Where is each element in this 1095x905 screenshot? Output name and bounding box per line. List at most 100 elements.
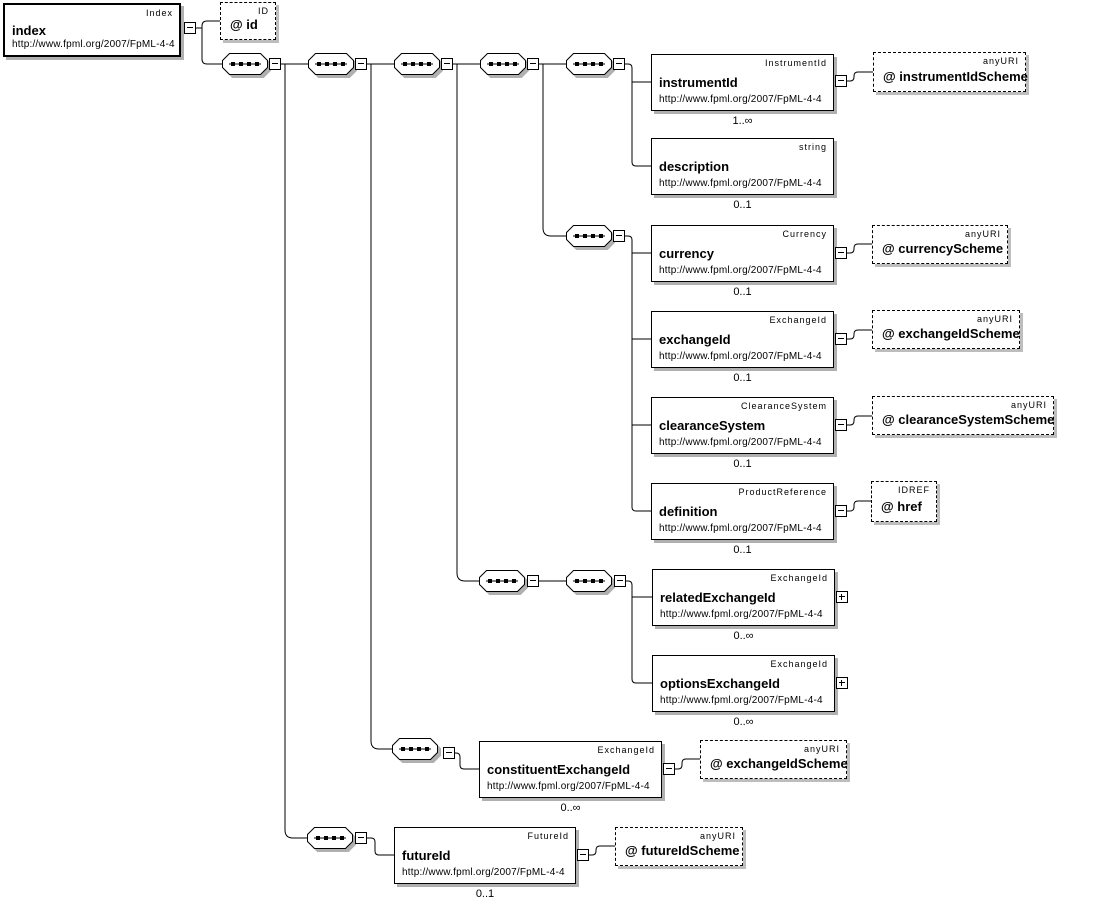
type-label: Index [145, 8, 173, 18]
collapse-icon[interactable] [269, 58, 281, 70]
connector [367, 837, 394, 856]
element-index[interactable]: Index index http://www.fpml.org/2007/FpM… [3, 3, 181, 57]
sequence-compositor-icon[interactable] [394, 53, 444, 79]
cardinality-label: 0..∞ [733, 716, 754, 728]
collapse-icon[interactable] [527, 58, 539, 70]
element-name: instrumentId [659, 75, 738, 90]
collapse-icon[interactable] [577, 849, 589, 861]
namespace-label: http://www.fpml.org/2007/FpML-4-4 [659, 523, 822, 534]
attribute-instrumentIdScheme[interactable]: anyURI @ instrumentIdScheme [873, 52, 1028, 92]
attribute-name: @ href [881, 499, 922, 514]
sequence-compositor-icon[interactable] [480, 53, 530, 79]
cardinality-label: 0..1 [733, 372, 752, 384]
type-label: anyURI [699, 831, 736, 841]
sequence-compositor-icon[interactable] [479, 570, 529, 596]
attribute-constituent-exchangeIdScheme[interactable]: anyURI @ exchangeIdScheme [700, 740, 848, 779]
attribute-id[interactable]: ID @ id [220, 2, 276, 40]
type-label: ExchangeId [770, 659, 828, 669]
collapse-icon[interactable] [613, 230, 625, 242]
collapse-icon[interactable] [614, 575, 626, 587]
sequence-compositor-icon[interactable] [566, 53, 616, 79]
element-description[interactable]: string description http://www.fpml.org/2… [651, 138, 834, 195]
connector [625, 63, 651, 167]
connector [847, 329, 872, 340]
collapse-icon[interactable] [613, 58, 625, 70]
cardinality-label: 0..∞ [733, 630, 754, 642]
type-label: anyURI [976, 314, 1013, 324]
element-name: description [659, 159, 730, 174]
collapse-icon[interactable] [835, 505, 847, 517]
namespace-label: http://www.fpml.org/2007/FpML-4-4 [659, 94, 822, 105]
connector [625, 235, 651, 512]
type-label: ID [258, 6, 269, 16]
expand-icon[interactable] [836, 677, 848, 689]
attribute-name: @ exchangeIdScheme [710, 756, 848, 771]
sequence-compositor-icon[interactable] [392, 738, 442, 764]
connector [847, 415, 872, 426]
type-label: IDREF [898, 485, 930, 495]
attribute-currencyScheme[interactable]: anyURI @ currencyScheme [872, 225, 1008, 264]
element-relatedExchangeId[interactable]: ExchangeId relatedExchangeId http://www.… [652, 569, 835, 626]
connector [626, 580, 652, 684]
cardinality-label: 0..1 [733, 286, 752, 298]
cardinality-label: 0..1 [475, 888, 495, 900]
cardinality-label: 0..1 [733, 458, 752, 470]
type-label: ClearanceSystem [740, 401, 827, 411]
cardinality-label: 0..1 [733, 199, 752, 211]
collapse-icon[interactable] [835, 419, 847, 431]
collapse-icon[interactable] [441, 58, 453, 70]
attribute-name: @ futureIdScheme [625, 843, 740, 858]
element-name: exchangeId [659, 332, 731, 347]
attribute-exchangeIdScheme[interactable]: anyURI @ exchangeIdScheme [872, 310, 1020, 349]
element-optionsExchangeId[interactable]: ExchangeId optionsExchangeId http://www.… [652, 655, 835, 712]
sequence-compositor-icon[interactable] [566, 570, 616, 596]
attribute-futureIdScheme[interactable]: anyURI @ futureIdScheme [615, 827, 743, 866]
collapse-icon[interactable] [527, 575, 539, 587]
collapse-icon[interactable] [355, 58, 367, 70]
sequence-compositor-icon[interactable] [308, 53, 358, 79]
connector [284, 64, 307, 839]
sequence-compositor-icon[interactable] [566, 225, 616, 251]
element-definition[interactable]: ProductReference definition http://www.f… [651, 483, 834, 540]
namespace-label: http://www.fpml.org/2007/FpML-4-4 [12, 39, 175, 50]
namespace-label: http://www.fpml.org/2007/FpML-4-4 [402, 867, 565, 878]
attribute-name: @ id [230, 17, 258, 32]
element-instrumentId[interactable]: InstrumentId instrumentId http://www.fpm… [651, 54, 834, 111]
namespace-label: http://www.fpml.org/2007/FpML-4-4 [660, 695, 823, 706]
element-name: optionsExchangeId [660, 676, 780, 691]
connector [847, 243, 872, 254]
attribute-name: @ currencyScheme [882, 241, 1004, 256]
element-name: clearanceSystem [659, 418, 766, 433]
collapse-icon[interactable] [663, 763, 675, 775]
element-constituentExchangeId[interactable]: ExchangeId constituentExchangeId http://… [479, 741, 662, 798]
collapse-icon[interactable] [835, 247, 847, 259]
type-label: InstrumentId [764, 58, 827, 68]
expand-icon[interactable] [836, 591, 848, 603]
collapse-icon[interactable] [184, 22, 196, 34]
type-label: ExchangeId [597, 745, 655, 755]
attribute-name: @ clearanceSystemScheme [882, 412, 1055, 427]
element-futureId[interactable]: FutureId futureId http://www.fpml.org/20… [394, 827, 576, 884]
collapse-icon[interactable] [835, 75, 847, 87]
element-exchangeId[interactable]: ExchangeId exchangeId http://www.fpml.or… [651, 311, 834, 368]
connector [675, 758, 700, 770]
sequence-compositor-icon[interactable] [222, 53, 272, 79]
type-label: ExchangeId [769, 315, 827, 325]
attribute-clearanceSystemScheme[interactable]: anyURI @ clearanceSystemScheme [872, 396, 1054, 435]
cardinality-label: 0..∞ [560, 802, 581, 814]
attribute-name: @ exchangeIdScheme [882, 326, 1020, 341]
collapse-icon[interactable] [835, 333, 847, 345]
connector [456, 64, 479, 582]
connector [455, 752, 479, 770]
element-name: currency [659, 246, 714, 261]
namespace-label: http://www.fpml.org/2007/FpML-4-4 [487, 781, 650, 792]
collapse-icon[interactable] [355, 832, 367, 844]
collapse-icon[interactable] [443, 747, 455, 759]
attribute-href[interactable]: IDREF @ href [871, 481, 937, 522]
type-label: ProductReference [738, 487, 827, 497]
element-currency[interactable]: Currency currency http://www.fpml.org/20… [651, 225, 834, 282]
cardinality-label: 1..∞ [732, 115, 753, 127]
element-clearanceSystem[interactable]: ClearanceSystem clearanceSystem http://w… [651, 397, 834, 454]
sequence-compositor-icon[interactable] [307, 827, 357, 853]
